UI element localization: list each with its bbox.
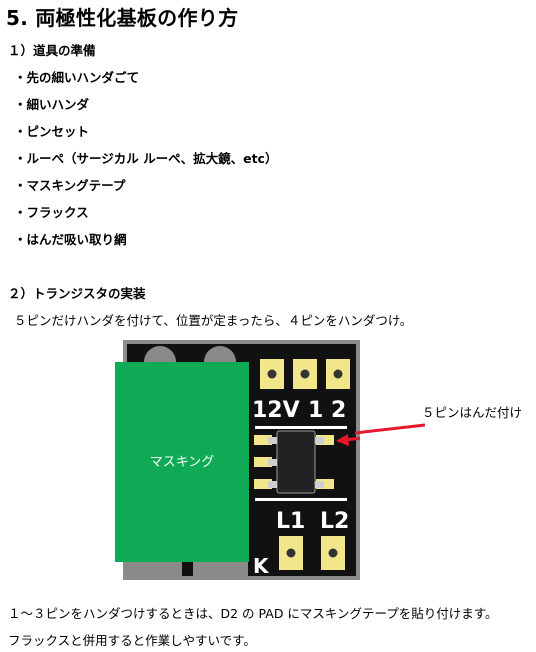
masking-tape [115,362,249,562]
pcb-figure: 12V 1 2 L1 L2 K [115,340,421,580]
pad-hole-top-3 [333,369,343,379]
silk-1: 1 [308,398,323,423]
bottom-pads [279,536,345,570]
bottom-pad-left [127,558,182,576]
pad-hole-bottom-1 [286,548,296,558]
masking-label: マスキング [150,455,215,470]
ic-lead-5 [315,437,324,444]
section2-heading: ２）トランジスタの実装 [8,286,146,301]
bottom-pad-right [193,558,248,576]
tool-item-masking-tape: ・マスキングテープ [14,178,126,193]
pad-hole-top-1 [267,369,277,379]
pcb-diagram: 12V 1 2 L1 L2 K [115,340,421,580]
top-pads [260,359,350,389]
smd-pad-2 [254,457,272,467]
ic-lead-1 [268,437,277,444]
pad-hole-bottom-2 [328,548,338,558]
section2-intro: ５ピンだけハンダを付けて、位置が定まったら、４ピンをハンダつけ。 [14,313,413,328]
silk-line-top [255,426,347,429]
smd-pad-1 [254,435,272,445]
silk-2: 2 [331,398,346,423]
pad-hole-top-2 [300,369,310,379]
page-title: 5. 両極性化基板の作り方 [6,6,239,30]
tool-item-soldering-iron: ・先の細いハンダごて [14,70,140,85]
annotation-arrow-head [336,434,349,446]
smd-pad-5 [316,435,334,445]
tool-item-solder: ・細いハンダ [14,97,90,112]
annotation-arrow-tail [355,423,425,435]
smd-pads [254,435,334,489]
silk-l1: L1 [276,509,305,534]
ic-lead-2 [268,459,277,466]
smd-pad-4 [316,479,334,489]
transistor-ic [276,430,316,494]
silk-k: K [253,554,270,578]
silk-line-bottom [255,498,347,501]
silk-12v: 12V [252,398,300,423]
footer-line2: フラックスと併用すると作業しやすいです。 [8,633,256,648]
tool-item-loupe: ・ルーペ（サージカル ルーペ、拡大鏡、etc） [14,151,278,166]
tool-item-flux: ・フラックス [14,205,89,220]
tool-item-tweezers: ・ピンセット [14,124,90,139]
ic-lead-4 [315,481,324,488]
annotation-arrow-tail-line [355,423,425,435]
ic-lead-3 [268,481,277,488]
tool-item-desoldering-wick: ・はんだ吸い取り網 [14,232,127,247]
section1-heading: １）道具の準備 [8,43,96,58]
pin5-annotation: ５ピンはんだ付け [422,405,523,420]
silk-l2: L2 [320,509,349,534]
footer-line1: １～３ピンをハンダつけするときは、D2 の PAD にマスキングテープを貼り付け… [8,606,498,621]
smd-pad-3 [254,479,272,489]
